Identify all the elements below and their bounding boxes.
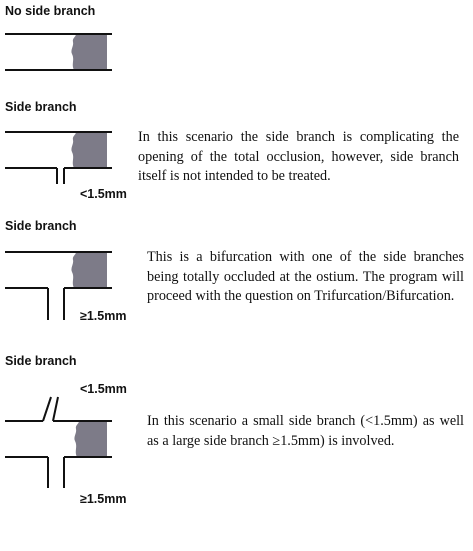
scenario-1-title: No side branch <box>5 4 96 18</box>
upper-branch-wall-left <box>42 396 52 422</box>
branch-size-label: <1.5mm <box>80 187 127 201</box>
scenario-4-title: Side branch <box>5 354 77 368</box>
scenario-4-description: In this scenario a small side branch (<1… <box>147 413 464 449</box>
vessel-small-branch-diagram <box>5 131 112 184</box>
occlusion-shape <box>71 132 107 168</box>
scenario-3-title: Side branch <box>5 219 77 233</box>
small-branch-size-label: <1.5mm <box>80 382 127 396</box>
occlusion-shape <box>71 34 107 70</box>
scenario-2-title: Side branch <box>5 100 77 114</box>
upper-branch-wall-right <box>52 396 59 422</box>
large-branch-size-label: ≥1.5mm <box>80 492 127 506</box>
vessel-large-branch-diagram <box>5 251 112 320</box>
occlusion-shape <box>74 421 107 457</box>
vessel-no-branch-diagram <box>5 33 112 71</box>
scenario-2-description: In this scenario the side branch is comp… <box>138 129 459 184</box>
branch-size-label: ≥1.5mm <box>80 309 127 323</box>
vessel-two-branches-diagram <box>5 396 112 488</box>
occlusion-shape <box>71 252 107 288</box>
scenario-3-description: This is a bifurcation with one of the si… <box>147 249 464 304</box>
